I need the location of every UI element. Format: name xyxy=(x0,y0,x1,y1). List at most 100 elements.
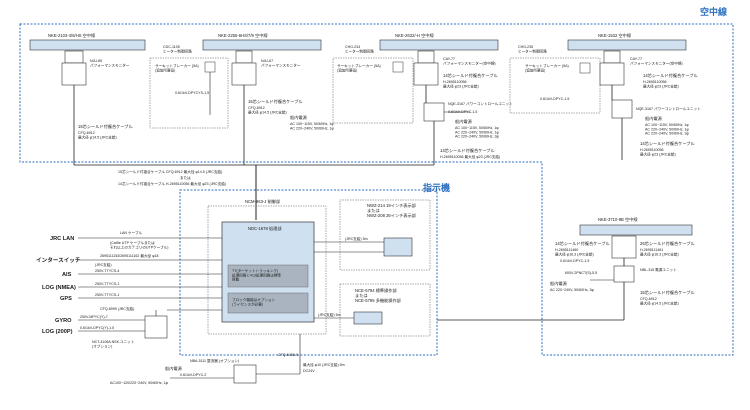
rectifier-power-spec: AC100~120/220~240V, 50/60Hz, 1φ xyxy=(110,381,169,385)
antenna-4-gearbox xyxy=(599,62,625,86)
antenna-4-title: NKE-1532 空中線 xyxy=(598,32,632,39)
monitor-screen xyxy=(383,237,413,257)
antenna-4-breaker-symbol xyxy=(579,62,591,74)
antenna-2-radiator xyxy=(202,39,322,51)
processor-title: NDC-1678 処理部 xyxy=(248,225,282,232)
antenna-3-breaker-symbol xyxy=(392,61,404,73)
input-gps-name: GPS xyxy=(60,296,72,302)
monitor-outline xyxy=(339,199,431,271)
antenna-3-power-label: 船内電源 xyxy=(455,118,473,125)
antenna-4-radiator xyxy=(567,39,687,51)
antenna-4-power-label: 船内電源 xyxy=(645,115,663,122)
input-gyro: GYRO 250V-MPYC(Y)-7 xyxy=(55,315,145,324)
input-ais-name: AIS xyxy=(62,272,72,278)
antenna-3-cable-label: 14芯シールド付複合ケーブル xyxy=(443,72,498,79)
antenna-5-gearbox xyxy=(611,235,637,259)
input-gps: GPS 250V-TTYCS-1 xyxy=(60,293,222,302)
monitor-cable-label: (JRC支給) 5m xyxy=(345,236,368,241)
antenna-3-cable2-label: 14芯シールド付複合ケーブル xyxy=(440,147,495,154)
rectifier-name: NBA-5111 整流器 (オプション) xyxy=(190,358,239,363)
antenna-5-cable-c-label: 15芯シールド付複合ケーブル xyxy=(640,289,695,296)
input-log-200p: LOG (200P) 0.6/1kV-DPYC(Y)-1.5 xyxy=(42,326,145,335)
antenna-4-breaker: サーキットブレーカー (5A)(追加所要品) xyxy=(525,63,569,72)
antenna-4-power-cable: 0.6/1kV-DPYC-1.5 xyxy=(540,97,569,101)
input-gyro-cable: 250V-MPYC(Y)-7 xyxy=(80,315,108,319)
antenna-2-power-cable: 0.6/1kV-DPYCYS-1.5 xyxy=(175,91,209,95)
antenna-5-power-spec: AC 220~240V, 50/60Hz, 3φ xyxy=(550,288,595,292)
antenna-3-title: NKE-2632/-H 空中線 xyxy=(395,32,434,39)
option-text: ブロック機能はオプション(ライセンスが必要) xyxy=(232,297,276,306)
antenna-1-radiator xyxy=(29,39,146,51)
tt-box xyxy=(227,264,309,288)
input-jrc-lan-name: JRC LAN xyxy=(50,236,74,242)
input-ais: AIS (JRC支給) 250V-TTYCS-4 xyxy=(62,262,222,278)
display-region-border xyxy=(179,189,438,356)
input-ais-spec: 250V-TTYCS-4 xyxy=(95,269,119,273)
antenna-3-pcu: NQE-3167 パワーコントロールユニット xyxy=(448,101,513,106)
antenna-4-pedestal xyxy=(603,50,621,64)
operation-outline xyxy=(339,283,431,337)
input-ais-cable: (JRC支給) xyxy=(95,262,112,267)
input-log-nmea: LOG (NMEA) 250V-TTYCS-1 xyxy=(42,282,222,291)
antenna-5-power-cable: 0.6/1kV-DPYC-1.5 xyxy=(560,259,589,263)
rectifier-power-cable: 0.6/1kV-DPYC-2 xyxy=(180,373,206,377)
antenna-1-cable-label: 15芯シールド付複合ケーブル xyxy=(78,123,133,130)
operation-cable-label: (JRC支給) 5m xyxy=(318,312,341,317)
trunk-line3: 14芯シールド付複合ケーブル H-2695110056 最大径 φ23 (JRC… xyxy=(118,181,226,186)
tt-text: TT(ターゲットトラッキング)処理回路と413処理回路は標準搭載 xyxy=(232,268,282,282)
antenna-4-heater-box xyxy=(509,57,601,114)
antenna-4-cable-label: 14芯シールド付複合ケーブル xyxy=(643,72,698,79)
rectifier-cable-top: CFQ-5436-5 xyxy=(278,353,298,357)
antenna-5: NKE-3710-9B 空中線 14芯シールド付複合ケーブル H-2695111… xyxy=(437,216,695,321)
antenna-1-pedestal xyxy=(64,50,84,64)
antenna-5-psu-cable: 600V-2PNCT(S)-5.5 xyxy=(565,271,597,275)
gyro-nsk-cable: CFQ-6999 (JRC支給) xyxy=(100,306,134,311)
antenna-3-pedestal xyxy=(417,50,435,64)
antenna-2-pedestal xyxy=(235,50,253,64)
antenna-4-cable2-label: 14芯シールド付複合ケーブル xyxy=(640,140,695,147)
antenna-1-gearbox xyxy=(61,62,87,86)
antenna-5-title: NKE-3710-9B 空中線 xyxy=(598,216,638,223)
antenna-5-cable-label: 14芯シールド付複合ケーブル xyxy=(555,240,610,247)
antenna-3-radiator xyxy=(379,39,499,51)
rectifier-box xyxy=(233,364,257,384)
antenna-2-power-label: 船内電源 xyxy=(290,114,308,121)
antenna-3-gearbox xyxy=(413,62,439,86)
input-interswitch-name: インタースイッチ xyxy=(36,256,81,264)
antenna-3-heater-box xyxy=(332,57,414,124)
antenna-5-psu: NBL-315 電源ユニット xyxy=(640,267,677,272)
antenna-3-breaker: サーキットブレーカー (5A)(追加所要品) xyxy=(337,63,381,72)
antenna-5-cable-b-label: 26芯シールド付複合ケーブル xyxy=(640,240,695,247)
input-log-nmea-cable: 250V-TTYCS-1 xyxy=(95,282,119,286)
input-jrc-lan-cable: LAN ケーブル xyxy=(120,230,143,235)
rectifier-out-spec: 最大径 φ10 (JRC支給) 5m xyxy=(303,362,345,367)
input-interswitch-spec: 2695111153/2695111162 最大径 φ18 xyxy=(100,253,158,258)
antenna-1-title: NKE-2103-4/6/HS 空中線 xyxy=(48,32,96,39)
rectifier-out-v: DC24V xyxy=(303,369,315,373)
antenna-4-pcu-box xyxy=(611,99,633,119)
control-unit-title: NCM-963-J 制御部 xyxy=(245,198,280,205)
input-interswitch: インタースイッチ (Cat5e UTP ケーブルまたはそれ以上のカテゴリのUTP… xyxy=(36,240,222,264)
antenna-2-cable-label: 15芯シールド付複合ケーブル xyxy=(248,98,303,105)
trunk-line2: または xyxy=(180,175,191,180)
antenna-2-title: NKE-2255-6HS/7/9 空中線 xyxy=(218,32,268,39)
antenna-4-pcu: NQE-3167 パワーコントロールユニット xyxy=(636,106,701,111)
